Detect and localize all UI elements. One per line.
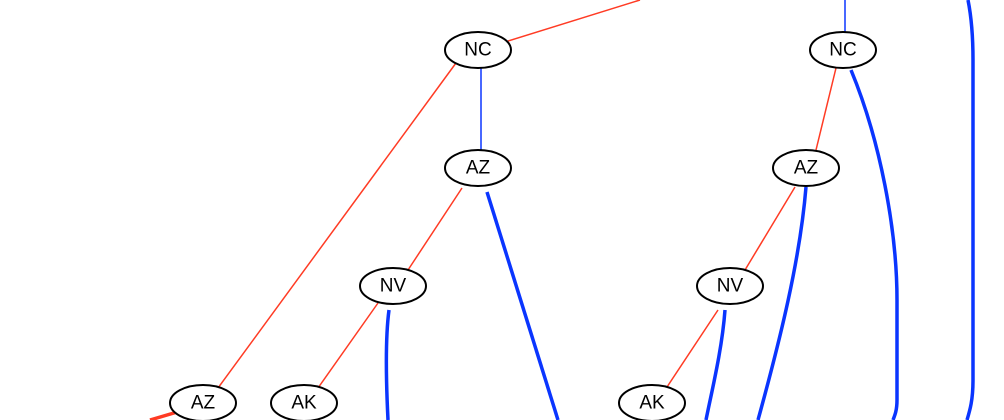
- node-nc1[interactable]: NC: [444, 31, 512, 69]
- node-label: AK: [291, 393, 317, 414]
- node-label: NC: [829, 40, 856, 61]
- edge-nv2-down: [704, 309, 727, 420]
- edge-nc1-az3: [217, 62, 457, 389]
- edge-nc2-down: [849, 69, 899, 420]
- edge-az2-nv2: [744, 186, 796, 271]
- edges: [149, 0, 975, 420]
- node-label: NV: [380, 276, 407, 297]
- node-nv1[interactable]: NV: [359, 267, 427, 305]
- edge-nv2-ak2: [666, 309, 719, 388]
- node-nv2[interactable]: NV: [696, 267, 764, 305]
- node-ak2[interactable]: AK: [618, 384, 686, 420]
- nodes: NC NC AZ AZ NV NV AZ AK AK: [169, 31, 877, 420]
- node-label: NV: [717, 276, 744, 297]
- node-label: AZ: [794, 158, 819, 179]
- node-az1[interactable]: AZ: [444, 149, 512, 187]
- edge-az1-nv1: [407, 187, 463, 271]
- edge-az1-down: [485, 191, 560, 420]
- edge-right-long: [965, 0, 975, 420]
- edge-nc2-az2: [815, 67, 837, 151]
- edge-nv1-ak1: [317, 302, 379, 389]
- node-az3[interactable]: AZ: [169, 384, 237, 420]
- node-label: AZ: [191, 393, 216, 414]
- edge-az2-down: [756, 186, 808, 420]
- node-nc2[interactable]: NC: [809, 31, 877, 69]
- node-label: NC: [464, 40, 491, 61]
- edge-nv1-down: [384, 309, 391, 420]
- node-label: AZ: [466, 158, 491, 179]
- node-label: AK: [639, 393, 665, 414]
- node-az2[interactable]: AZ: [772, 149, 840, 187]
- edge-offscreen-nc1: [507, 0, 641, 42]
- node-ak1[interactable]: AK: [270, 384, 338, 420]
